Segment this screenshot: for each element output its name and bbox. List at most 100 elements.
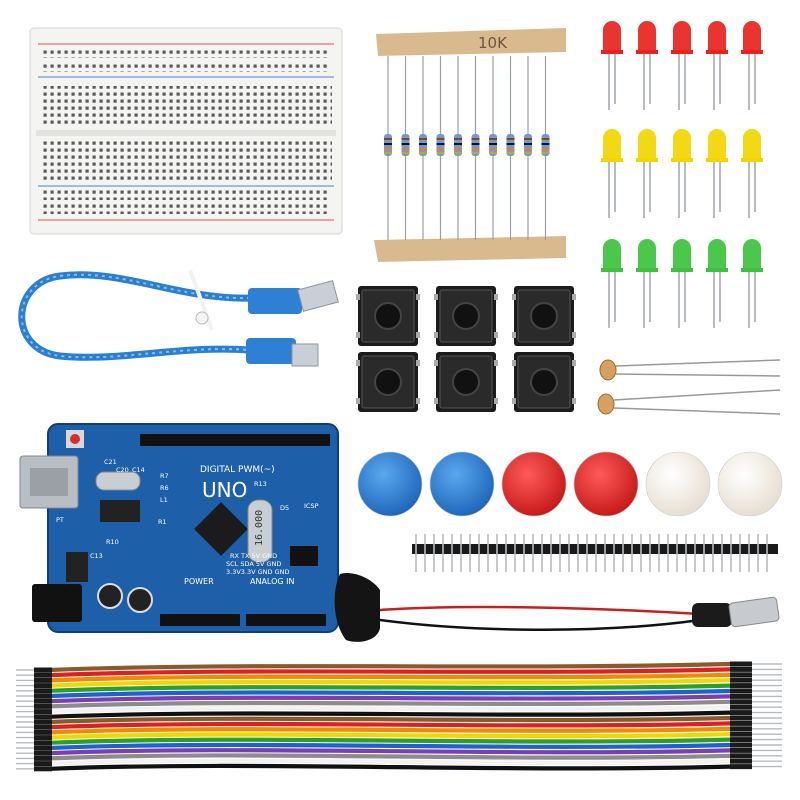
jumper-wire bbox=[16, 753, 782, 761]
tactile-button bbox=[434, 352, 498, 412]
battery-clip-cable bbox=[334, 572, 780, 642]
crystal-label: 16.000 bbox=[254, 510, 265, 546]
button-cap bbox=[501, 451, 567, 517]
led-grid bbox=[601, 21, 763, 328]
board-silk-label: C13 bbox=[90, 552, 103, 560]
jumper-wire bbox=[16, 688, 782, 699]
resistor-tape-label: 10K bbox=[478, 34, 508, 52]
tactile-button bbox=[356, 352, 420, 412]
photoresistor bbox=[599, 359, 781, 381]
jumper-wire bbox=[16, 661, 782, 673]
led bbox=[706, 129, 728, 218]
led bbox=[636, 239, 658, 328]
usb-a-plug bbox=[248, 288, 302, 314]
photoresistor bbox=[597, 389, 781, 415]
led bbox=[601, 239, 623, 328]
jumper-wire bbox=[16, 763, 782, 772]
analog-header bbox=[246, 614, 326, 626]
jumper-wire bbox=[16, 758, 782, 767]
jumper-wire bbox=[16, 710, 782, 720]
barrel-plug bbox=[692, 603, 732, 627]
jumper-wire-bundle bbox=[16, 661, 782, 772]
button-cap bbox=[357, 451, 423, 517]
resistor-row bbox=[384, 56, 550, 240]
led bbox=[706, 239, 728, 328]
board-silk-label: C14 bbox=[132, 466, 145, 474]
led bbox=[636, 21, 658, 110]
board-header-label: DIGITAL PWM(~) bbox=[200, 465, 275, 475]
resistor bbox=[401, 56, 410, 240]
board-pcb bbox=[47, 423, 339, 633]
resistor bbox=[506, 56, 515, 240]
pin-header-strip bbox=[412, 534, 778, 572]
jumper-wire bbox=[16, 720, 782, 730]
jumper-wire bbox=[16, 737, 782, 746]
jumper-wire bbox=[16, 731, 782, 741]
board-pin-labels-3: 3.3V3.3V GND GND bbox=[226, 568, 290, 576]
breadboard bbox=[29, 27, 343, 235]
resistor bbox=[471, 56, 480, 240]
board-silk-label: R1 bbox=[158, 518, 167, 526]
usb-cable bbox=[18, 269, 339, 367]
led bbox=[741, 129, 763, 218]
resistor-tape: 10K bbox=[374, 28, 566, 262]
tactile-button bbox=[356, 286, 420, 346]
resistor bbox=[541, 56, 550, 240]
led bbox=[671, 239, 693, 328]
reset-button bbox=[70, 434, 80, 444]
jumper-wire bbox=[16, 693, 782, 704]
capacitor bbox=[97, 583, 123, 609]
board-silk-label: PT bbox=[56, 516, 64, 524]
resistor bbox=[524, 56, 532, 240]
resistor bbox=[489, 56, 497, 240]
usb-b-plug bbox=[246, 338, 296, 364]
button-cap bbox=[573, 451, 639, 517]
button-cap bbox=[429, 451, 495, 517]
led bbox=[741, 239, 763, 328]
board-silk-label: L1 bbox=[160, 496, 168, 504]
tactile-button bbox=[512, 286, 576, 346]
board-silk-label: R7 bbox=[160, 472, 169, 480]
jumper-wire bbox=[16, 683, 782, 694]
led bbox=[706, 21, 728, 110]
resistor bbox=[454, 56, 462, 240]
led bbox=[671, 21, 693, 110]
jumper-wire bbox=[16, 715, 782, 725]
tactile-button bbox=[512, 352, 576, 412]
led bbox=[671, 129, 693, 218]
board-silk-label: ICSP bbox=[304, 502, 319, 510]
board-silk-label: D5 bbox=[280, 504, 289, 512]
jumper-wire bbox=[16, 677, 782, 689]
jumper-wire bbox=[16, 742, 782, 751]
tactile-button-grid bbox=[356, 286, 576, 412]
jumper-wire bbox=[16, 672, 782, 683]
button-cap bbox=[645, 451, 711, 517]
button-caps-row bbox=[357, 451, 783, 517]
board-pin-labels: RX TX 5V GND bbox=[230, 552, 277, 560]
jumper-wire bbox=[16, 747, 782, 756]
led bbox=[601, 21, 623, 110]
capacitor bbox=[127, 587, 153, 613]
tactile-button bbox=[434, 286, 498, 346]
board-silk-label: R6 bbox=[160, 484, 169, 492]
board-silk-label: C21 bbox=[104, 458, 117, 466]
power-jack bbox=[32, 584, 82, 622]
power-header bbox=[160, 614, 240, 626]
usb-chip bbox=[100, 500, 140, 522]
button-cap bbox=[717, 451, 783, 517]
resistor bbox=[436, 56, 445, 240]
jumper-wire bbox=[16, 699, 782, 709]
jumper-wire bbox=[16, 726, 782, 735]
led bbox=[636, 129, 658, 218]
jumper-wire bbox=[16, 666, 782, 678]
resistor bbox=[419, 56, 427, 240]
board-silk-label: C20 bbox=[116, 466, 129, 474]
board-model-label: UNO bbox=[202, 478, 247, 502]
board-silk-label: R13 bbox=[254, 480, 267, 488]
led bbox=[601, 129, 623, 218]
power-label: POWER bbox=[184, 577, 214, 586]
arduino-board: 16.000 DIGITAL PWM(~) UNO ANALOG IN POWE… bbox=[19, 423, 339, 633]
jumper-wire bbox=[16, 704, 782, 715]
